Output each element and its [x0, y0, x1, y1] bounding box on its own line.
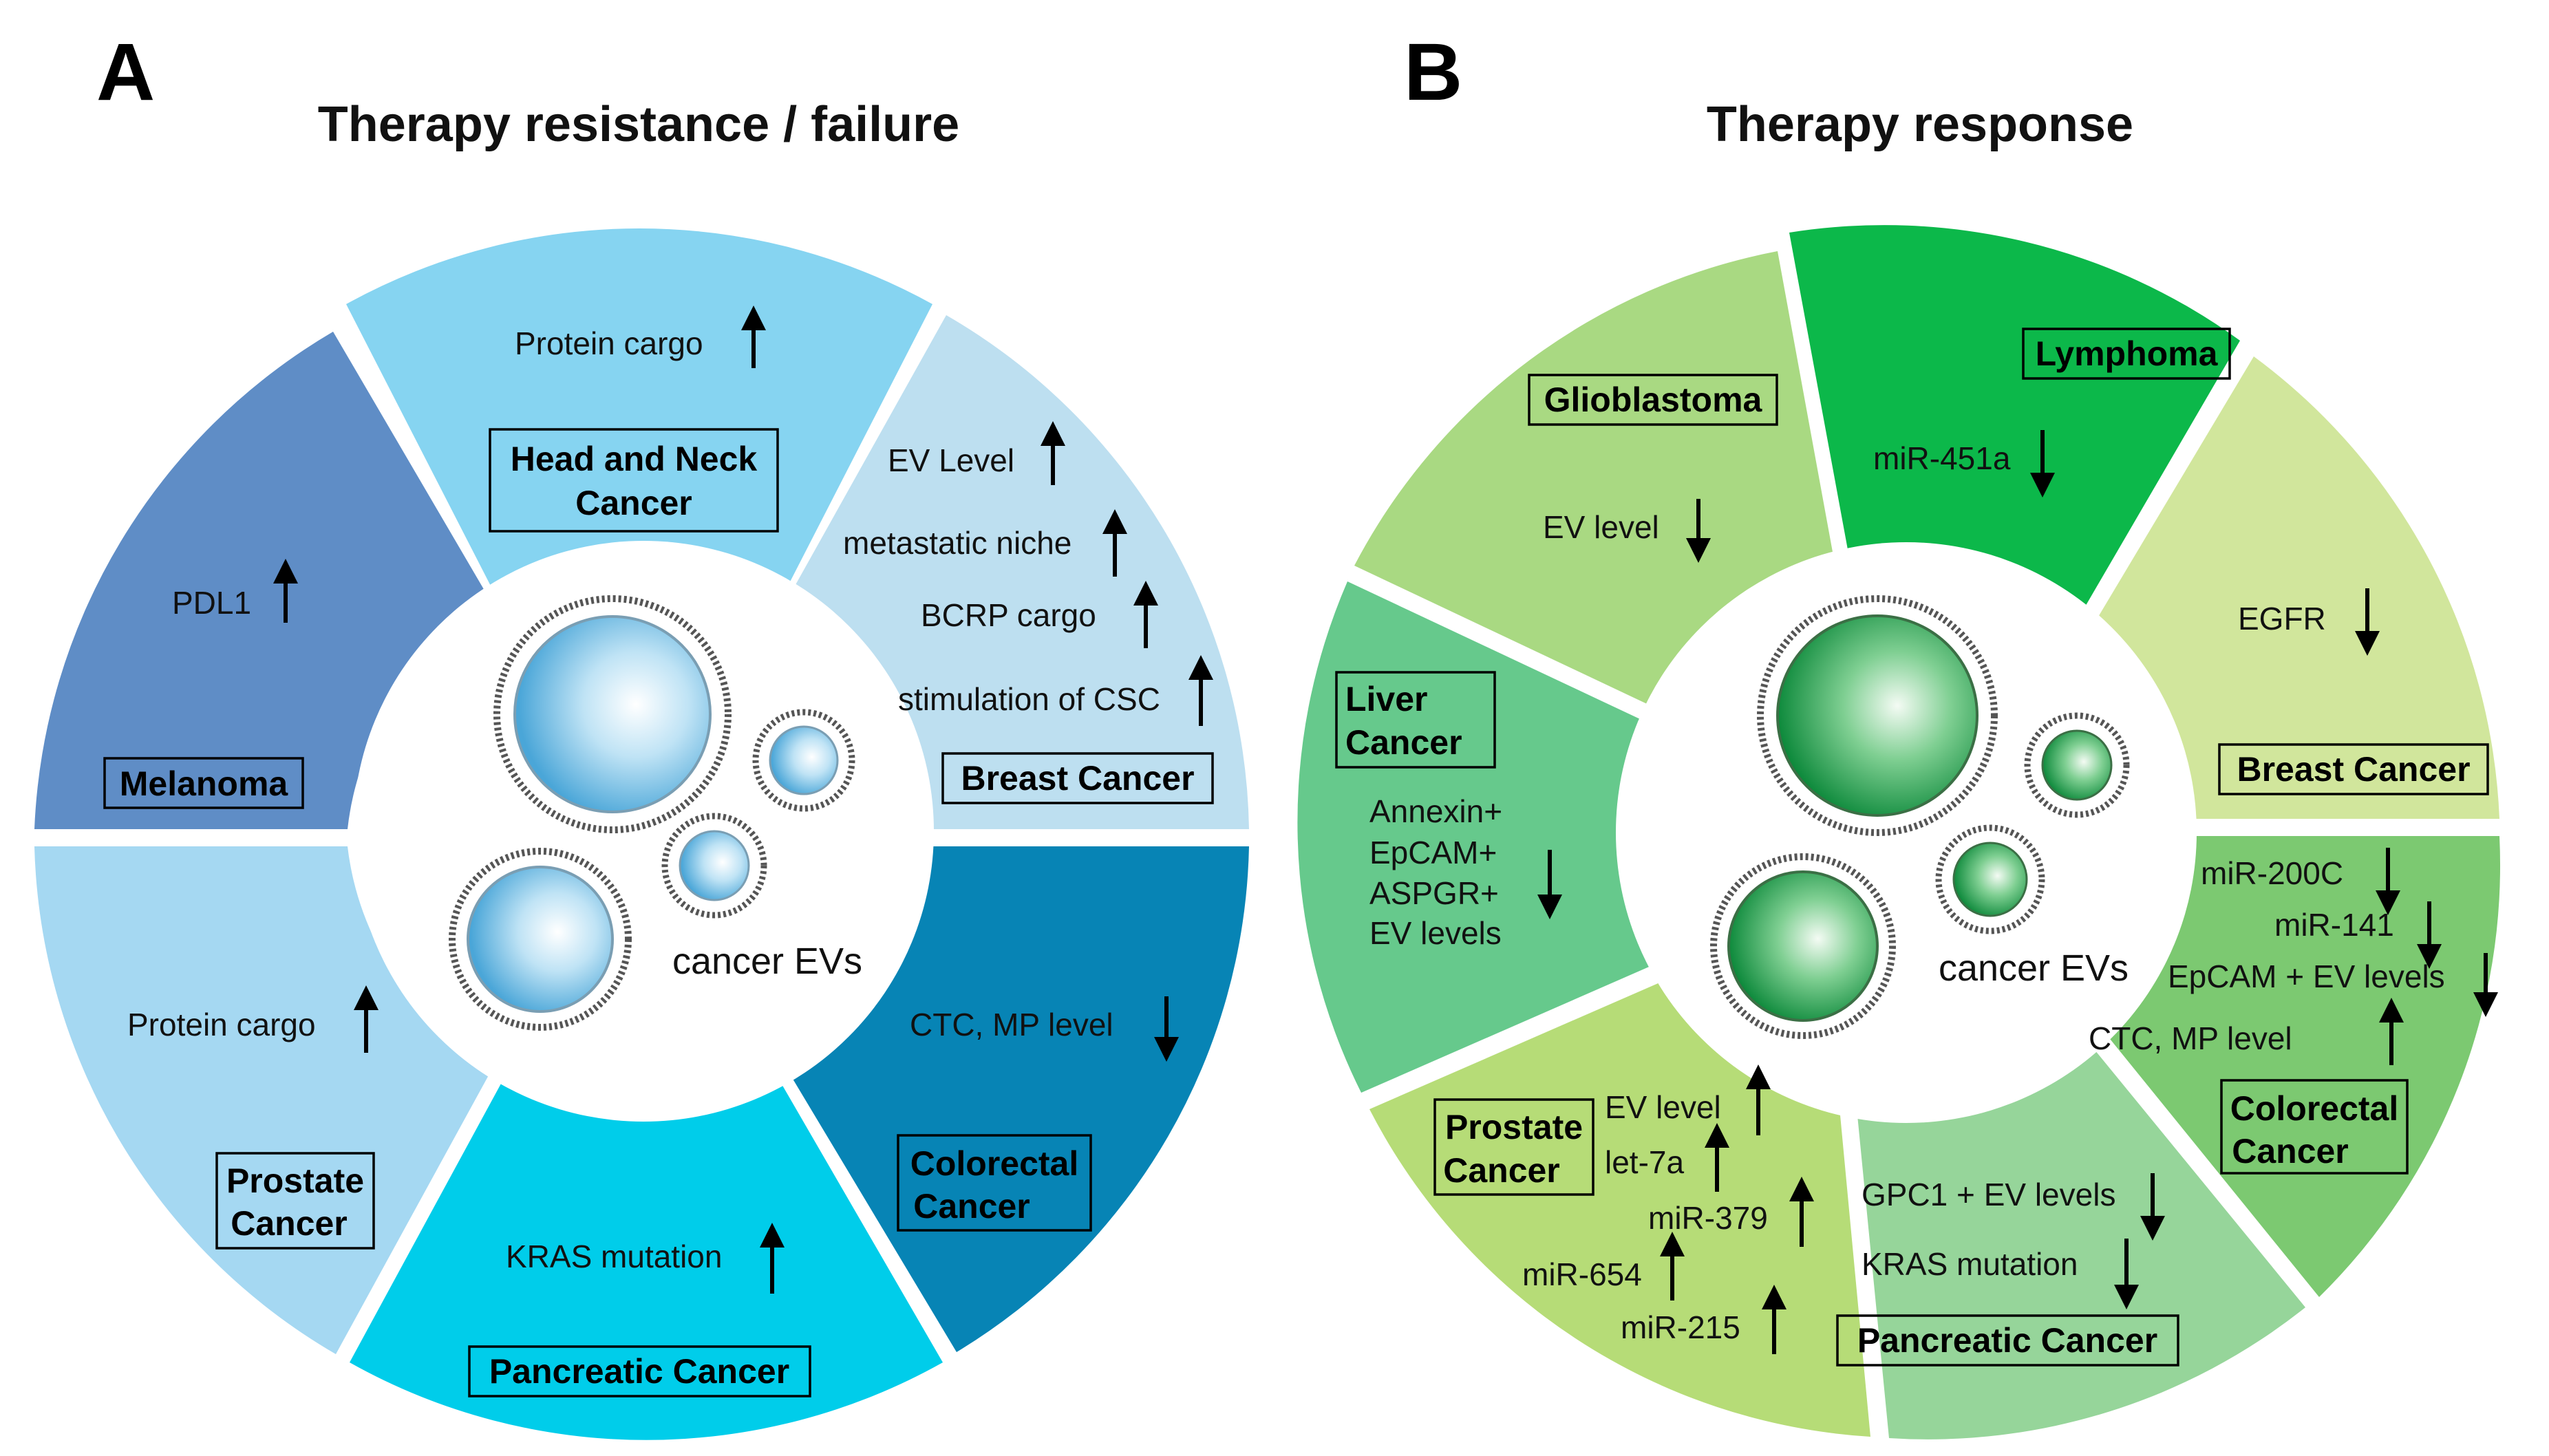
sector-label: Cancer	[1345, 723, 1462, 762]
item-text: CTC, MP level	[2089, 1020, 2292, 1056]
panel-b: B Therapy response cancer EVs Glioblasto…	[1297, 27, 2501, 1439]
sector-label: Lymphoma	[2036, 334, 2219, 373]
sector-label: Colorectal	[2230, 1089, 2399, 1128]
sector-colorectal	[2104, 836, 2501, 1297]
sector-label-box	[1528, 374, 1778, 426]
item-text: miR-451a	[1873, 440, 2011, 476]
sector-label: Prostate	[1445, 1108, 1583, 1146]
sector-label: Pancreatic Cancer	[489, 1352, 789, 1391]
sector-label: Colorectal	[910, 1144, 1079, 1183]
ev-vesicles	[1710, 595, 2130, 1039]
sector-glioblastoma	[1354, 251, 1844, 714]
sector-label-box	[2218, 743, 2489, 795]
sector-pancreatic	[350, 1075, 943, 1440]
sector-label: Breast Cancer	[2237, 750, 2470, 789]
item-text: Protein cargo	[127, 1007, 316, 1042]
sector-label: Prostate	[226, 1161, 364, 1200]
sector-label: Cancer	[913, 1187, 1030, 1225]
item-text: CTC, MP level	[910, 1007, 1113, 1042]
sector-label-box	[941, 752, 1214, 804]
sector-label: Pancreatic Cancer	[1857, 1321, 2157, 1360]
sector-label: Glioblastoma	[1544, 381, 1763, 419]
ev-vesicles	[449, 595, 855, 1031]
item-text: KRAS mutation	[1862, 1246, 2078, 1282]
sector-label-box	[2220, 1079, 2409, 1175]
item-text: EpCAM + EV levels	[2168, 959, 2445, 994]
item-text: miR-215	[1621, 1309, 1740, 1345]
item-text: miR-379	[1648, 1200, 1768, 1236]
item-text: Annexin+	[1369, 793, 1502, 829]
panel-letter: B	[1404, 27, 1462, 118]
item-text: PDL1	[172, 585, 251, 621]
sector-prostate	[34, 846, 493, 1354]
sector-label: Head and Neck	[511, 440, 758, 478]
sector-label-box	[1433, 1098, 1595, 1196]
sector-label: Breast Cancer	[961, 759, 1194, 797]
item-text: KRAS mutation	[506, 1239, 722, 1274]
item-text: EpCAM+	[1369, 835, 1497, 870]
item-text: EV Level	[888, 442, 1014, 478]
item-text: GPC1 + EV levels	[1862, 1177, 2115, 1212]
item-text: metastatic niche	[843, 525, 1071, 561]
center-label: cancer EVs	[1939, 948, 2129, 989]
center-label: cancer EVs	[672, 941, 862, 982]
sector-lymphoma	[1789, 225, 2240, 612]
item-text: miR-654	[1522, 1256, 1642, 1292]
item-text: ASPGR+	[1369, 875, 1499, 911]
item-text: let-7a	[1605, 1144, 1684, 1180]
item-text: BCRP cargo	[921, 597, 1096, 633]
item-text: miR-141	[2274, 907, 2394, 943]
sector-breast	[2095, 356, 2499, 819]
sector-label: Melanoma	[120, 764, 289, 803]
sector-label-box	[215, 1152, 375, 1250]
panel-title: Therapy response	[1707, 97, 2133, 152]
sector-label: Cancer	[231, 1204, 348, 1243]
sector-label-box	[103, 757, 304, 809]
sector-label: Cancer	[1443, 1151, 1560, 1190]
sector-head-and-neck	[346, 228, 932, 595]
sector-label-box	[489, 428, 779, 533]
sector-label-box	[1335, 671, 1496, 769]
item-text: EGFR	[2238, 601, 2326, 636]
sector-prostate	[1369, 970, 1870, 1437]
sector-pancreatic	[1855, 1042, 2305, 1439]
sector-colorectal	[785, 846, 1249, 1352]
item-text: miR-200C	[2201, 855, 2343, 891]
item-text: stimulation of CSC	[898, 681, 1160, 717]
panel-a: A Therapy resistance / failure cancer EV…	[34, 27, 1249, 1440]
item-text: EV level	[1605, 1089, 1721, 1125]
panel-title: Therapy resistance / failure	[318, 97, 959, 152]
sector-label-box	[2022, 328, 2231, 380]
sector-label: Cancer	[2232, 1132, 2349, 1170]
sector-melanoma	[34, 332, 494, 829]
panel-letter: A	[96, 27, 155, 118]
sector-label: Liver	[1345, 680, 1428, 718]
sector-label-box	[468, 1345, 811, 1398]
sector-liver	[1297, 581, 1681, 1093]
item-text: EV levels	[1369, 915, 1502, 951]
sector-label: Cancer	[575, 484, 692, 522]
sector-label-box	[897, 1134, 1092, 1232]
item-text: EV level	[1543, 509, 1659, 545]
sector-label-box	[1836, 1314, 2179, 1367]
item-text: Protein cargo	[515, 325, 703, 361]
